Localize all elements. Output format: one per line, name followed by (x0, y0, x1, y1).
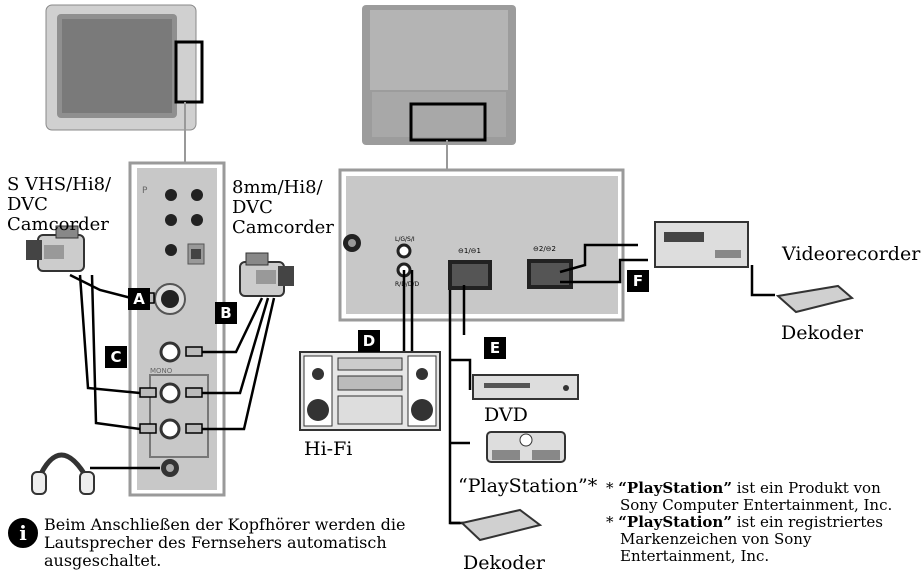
label-cam-left-3: Camcorder (7, 215, 111, 235)
footnote-brand-2: “PlayStation” (618, 513, 732, 531)
panel-lgs-label: L/G/S/I (395, 236, 415, 243)
footnote-text-5: Entertainment, Inc. (606, 548, 922, 565)
badge-a: A (128, 288, 150, 310)
dekoder-right-device (778, 286, 852, 312)
badge-c: C (105, 346, 127, 368)
panel-mono-label: MONO (150, 367, 172, 375)
label-cam-left-2: DVC (7, 195, 111, 215)
hifi-device (300, 352, 440, 430)
footnote-brand-1: “PlayStation” (618, 479, 732, 497)
label-cam-right-1: 8mm/Hi8/ (232, 178, 334, 198)
label-cam-right-3: Camcorder (232, 218, 334, 238)
tv-rear (362, 5, 516, 170)
label-dekoder-right: Dekoder (781, 323, 863, 343)
panel-scart1-label: ⊖1/⊖1 (458, 247, 481, 255)
label-videorecorder: Videorecorder (782, 244, 920, 264)
badge-b: B (215, 302, 237, 324)
panel-scart2-label: ⊖2/⊖2 (533, 245, 556, 253)
badge-f: F (627, 270, 649, 292)
rear-panel (340, 170, 623, 320)
label-playstation: “PlayStation”* (458, 476, 597, 496)
label-cam-right-2: DVC (232, 198, 334, 218)
tv-front (46, 5, 202, 163)
camcorder-right (240, 253, 294, 296)
panel-p-label: P (142, 186, 147, 196)
badge-d: D (358, 330, 380, 352)
label-cam-left-1: S VHS/Hi8/ (7, 175, 111, 195)
footnote-text-3: ist ein registriertes (732, 513, 883, 531)
playstation-footnote: * “PlayStation” ist ein Produkt von Sony… (606, 480, 922, 565)
playstation-device (487, 432, 565, 462)
note-line-1: Beim Anschließen der Kopfhörer werden di… (44, 516, 405, 534)
footnote-text-2: Sony Computer Entertainment, Inc. (606, 497, 922, 514)
info-icon: i (8, 518, 38, 548)
badge-e: E (484, 337, 506, 359)
panel-rdd-label: R/D/D/D (395, 281, 419, 288)
note-line-3: ausgeschaltet. (44, 552, 405, 570)
front-panel (130, 163, 224, 495)
vcr-device (655, 222, 748, 267)
label-hifi: Hi-Fi (304, 439, 352, 459)
dvd-device (473, 375, 578, 399)
headphones (32, 455, 94, 494)
headphone-note: Beim Anschließen der Kopfhörer werden di… (44, 516, 405, 570)
note-line-2: Lautsprecher des Fernsehers automatisch (44, 534, 405, 552)
label-dekoder-bottom: Dekoder (463, 553, 545, 573)
footnote-text-4: Markenzeichen von Sony (606, 531, 922, 548)
label-camcorder-left: S VHS/Hi8/ DVC Camcorder (7, 175, 111, 235)
label-dvd: DVD (484, 405, 528, 425)
footnote-text-1: ist ein Produkt von (732, 479, 881, 497)
label-camcorder-right: 8mm/Hi8/ DVC Camcorder (232, 178, 334, 238)
dekoder-bottom-device (462, 510, 540, 540)
